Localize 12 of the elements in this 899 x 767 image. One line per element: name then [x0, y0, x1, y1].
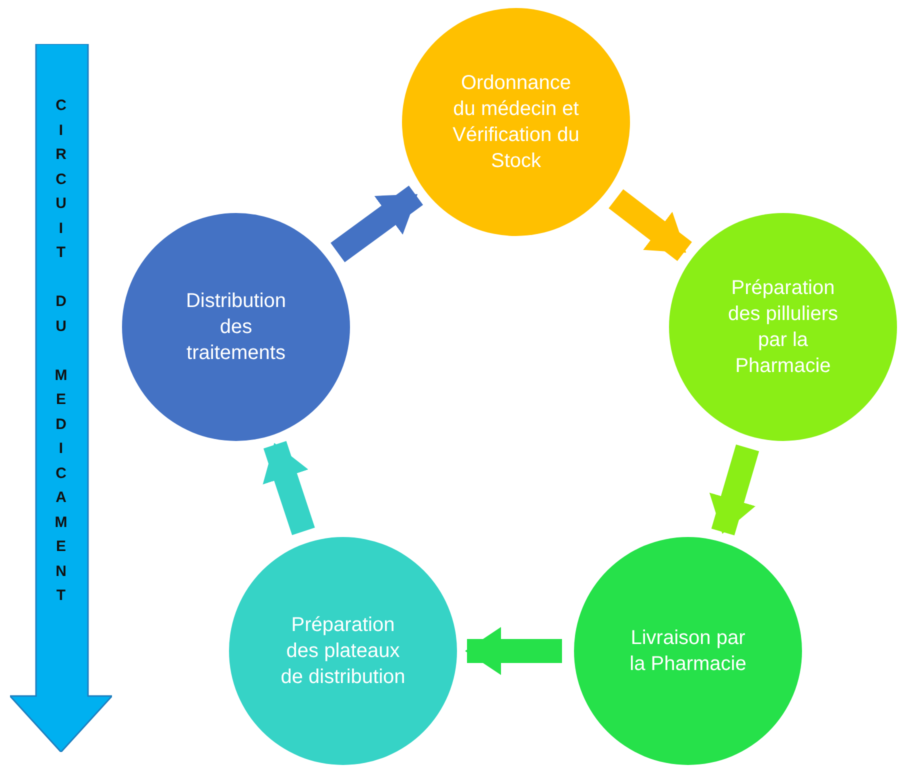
- block-arrow: [465, 627, 562, 675]
- step-text: Préparation des pilluliers par la Pharmacie: [726, 276, 840, 379]
- block-arrow: [330, 186, 424, 262]
- vertical-title: CIRCUIT DU MEDICAMENT: [54, 96, 68, 606]
- step-text: Livraison par la Pharmacie: [628, 626, 748, 677]
- step-text: Distribution des traitements: [184, 289, 288, 366]
- down-arrow: [10, 44, 112, 752]
- step-text: Préparation des plateaux de distribution: [280, 613, 406, 690]
- block-arrow: [709, 444, 760, 536]
- block-arrow: [262, 440, 315, 536]
- step-text: Ordonnance du médecin et Vérification du Stock: [452, 71, 580, 174]
- block-arrow: [608, 189, 692, 261]
